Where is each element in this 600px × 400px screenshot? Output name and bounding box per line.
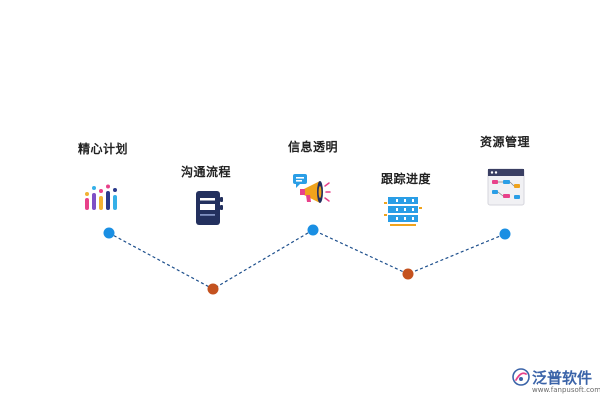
bar-chart-icon	[85, 184, 117, 210]
step-label-plan: 精心计划	[78, 142, 129, 156]
kanban-window-icon	[487, 168, 525, 206]
brand-watermark: 泛普软件 www.fanpusoft.com	[512, 366, 600, 398]
step-label-communication: 沟通流程	[181, 165, 232, 179]
node-transparency	[307, 224, 319, 236]
brand-logo-icon	[512, 368, 530, 386]
notebook-icon	[196, 191, 223, 225]
server-rack-icon	[384, 197, 422, 226]
node-tracking	[402, 268, 414, 280]
brand-url: www.fanpusoft.com	[532, 386, 600, 394]
step-label-resources: 资源管理	[480, 135, 531, 149]
step-label-transparency: 信息透明	[288, 140, 339, 154]
node-plan	[103, 227, 115, 239]
node-resources	[499, 228, 511, 240]
step-label-tracking: 跟踪进度	[381, 172, 432, 186]
megaphone-icon	[293, 174, 331, 203]
connector-line	[108, 229, 506, 290]
node-communication	[207, 283, 219, 295]
brand-name: 泛普软件	[532, 369, 593, 387]
